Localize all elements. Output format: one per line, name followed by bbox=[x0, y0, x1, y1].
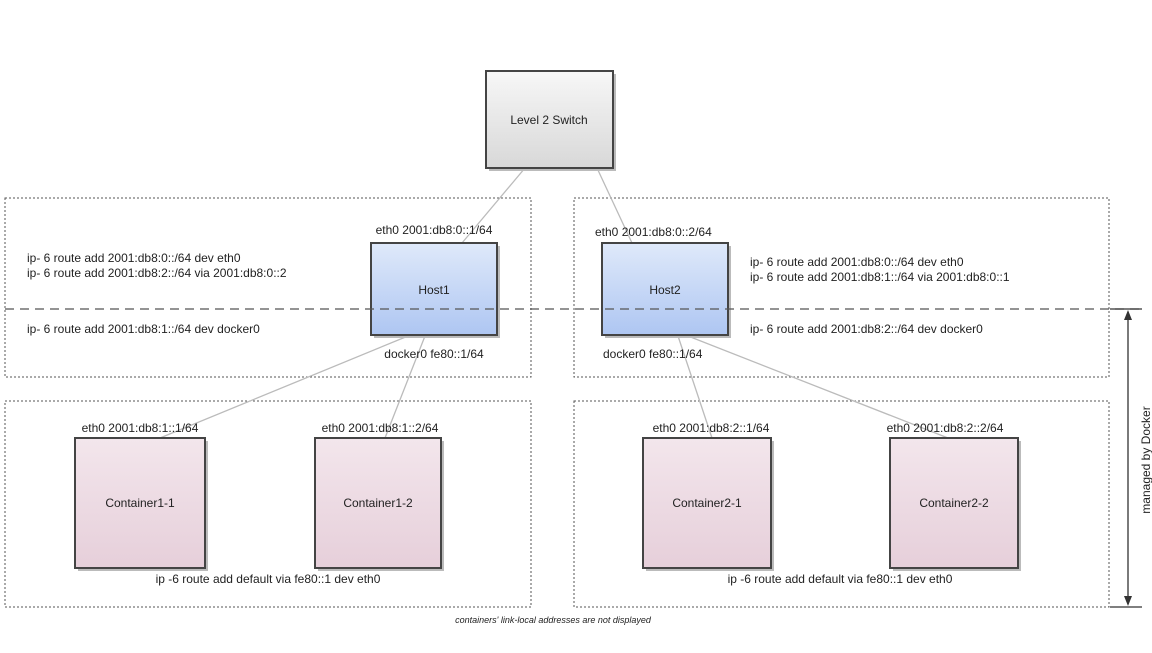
link-switch-host1 bbox=[461, 167, 526, 244]
host2-route-1: ip- 6 route add 2001:db8:0::/64 dev eth0 bbox=[750, 255, 964, 269]
containers2-default-route: ip -6 route add default via fe80::1 dev … bbox=[728, 572, 953, 586]
host1-label: Host1 bbox=[418, 283, 450, 297]
host1-node: Host1 bbox=[370, 242, 500, 338]
host2-route-docker: ip- 6 route add 2001:db8:2::/64 dev dock… bbox=[750, 322, 983, 336]
link-host1-container1-2 bbox=[384, 335, 426, 439]
host2-eth0-address: eth0 2001:db8:0::2/64 bbox=[595, 225, 712, 239]
host1-route-2: ip- 6 route add 2001:db8:2::/64 via 2001… bbox=[27, 266, 287, 280]
host1-route-docker: ip- 6 route add 2001:db8:1::/64 dev dock… bbox=[27, 322, 260, 336]
container2-1-eth0: eth0 2001:db8:2::1/64 bbox=[653, 421, 770, 435]
host2-route-2: ip- 6 route add 2001:db8:1::/64 via 2001… bbox=[750, 270, 1010, 284]
container1-1-eth0: eth0 2001:db8:1::1/64 bbox=[82, 421, 199, 435]
switch-node: Level 2 Switch bbox=[485, 70, 616, 171]
containers1-default-route: ip -6 route add default via fe80::1 dev … bbox=[156, 572, 381, 586]
container2-2-eth0: eth0 2001:db8:2::2/64 bbox=[887, 421, 1004, 435]
containers2-group bbox=[573, 400, 1110, 608]
container2-2-label: Container2-2 bbox=[919, 496, 989, 510]
footnote: containers' link-local addresses are not… bbox=[455, 615, 652, 625]
host1-eth0-address: eth0 2001:db8:0::1/64 bbox=[376, 223, 493, 237]
switch-label: Level 2 Switch bbox=[510, 113, 587, 127]
link-host1-container1-1 bbox=[159, 335, 409, 439]
host1-group bbox=[4, 197, 532, 378]
link-host2-container2-2 bbox=[687, 335, 949, 439]
container2-1-node: Container2-1 eth0 2001:db8:2::1/64 bbox=[642, 421, 774, 571]
container1-2-node: Container1-2 eth0 2001:db8:1::2/64 bbox=[314, 421, 444, 571]
managed-by-docker-label: managed by Docker bbox=[1139, 406, 1152, 513]
container1-2-label: Container1-2 bbox=[343, 496, 413, 510]
host2-label: Host2 bbox=[649, 283, 681, 297]
managed-by-docker-arrow bbox=[1110, 308, 1142, 608]
host2-docker0-address: docker0 fe80::1/64 bbox=[603, 347, 703, 361]
container1-2-eth0: eth0 2001:db8:1::2/64 bbox=[322, 421, 439, 435]
host2-group bbox=[573, 197, 1110, 378]
link-switch-host2 bbox=[596, 167, 633, 244]
container1-1-label: Container1-1 bbox=[105, 496, 175, 510]
container2-2-node: Container2-2 eth0 2001:db8:2::2/64 bbox=[887, 421, 1021, 571]
host1-route-1: ip- 6 route add 2001:db8:0::/64 dev eth0 bbox=[27, 251, 241, 265]
link-host2-container2-1 bbox=[677, 335, 713, 439]
host1-docker0-address: docker0 fe80::1/64 bbox=[384, 347, 484, 361]
host2-node: Host2 bbox=[601, 242, 731, 338]
container1-1-node: Container1-1 eth0 2001:db8:1::1/64 bbox=[74, 421, 208, 571]
containers1-group bbox=[4, 400, 532, 608]
container2-1-label: Container2-1 bbox=[672, 496, 742, 510]
